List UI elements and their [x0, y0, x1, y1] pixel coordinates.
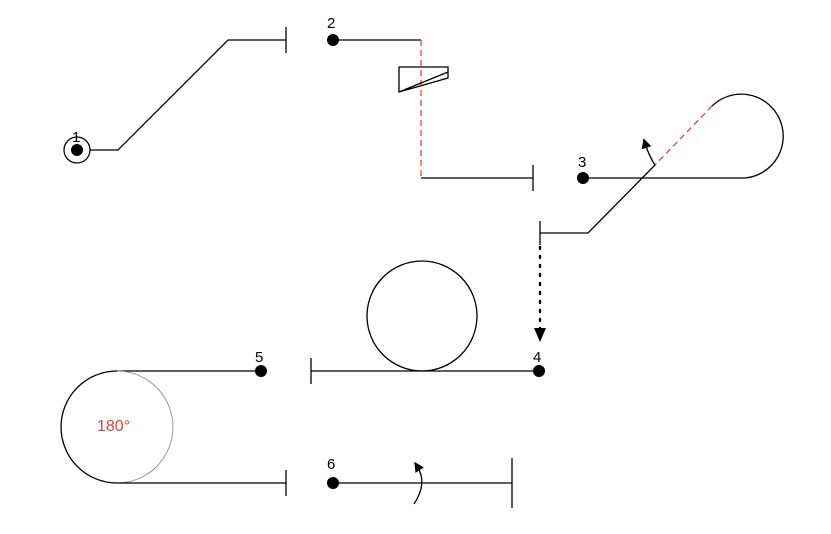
segment-3-loop-arc — [711, 93, 784, 179]
segment-4-loop-circle — [366, 260, 478, 372]
segment-5-turn-arc — [60, 370, 118, 484]
node-5-label: 5 — [255, 349, 263, 366]
node-3-label: 3 — [578, 154, 586, 171]
segment-5-turn: 180° 5 — [60, 349, 287, 496]
segment-2-snap-roll: 2 — [327, 15, 534, 191]
dotted-descent-arrow-icon — [534, 328, 546, 342]
turn-angle-label: 180° — [97, 418, 130, 435]
node-1-label: 1 — [72, 129, 80, 146]
segment-3-exit-line — [540, 164, 656, 234]
segment-4-loop: 4 — [310, 260, 545, 384]
roll-arrow-icon — [641, 138, 656, 166]
segment-3-red-dashed — [654, 105, 713, 166]
node-6-label: 6 — [327, 456, 335, 473]
segment-1-climb: 1 — [63, 27, 287, 164]
node-2-label: 2 — [327, 15, 335, 32]
snap-roll-triangle — [398, 66, 449, 93]
segment-1-path — [90, 39, 286, 151]
segment-6-roll: 6 — [327, 456, 513, 508]
node-1-dot — [71, 144, 83, 156]
segment-3-loop: 3 — [539, 93, 784, 245]
segment-5-faint-arc — [116, 370, 174, 484]
segment-3-to-4-dotted — [534, 245, 546, 342]
node-4-label: 4 — [533, 349, 541, 366]
roll-arrow-icon-final — [413, 461, 424, 505]
